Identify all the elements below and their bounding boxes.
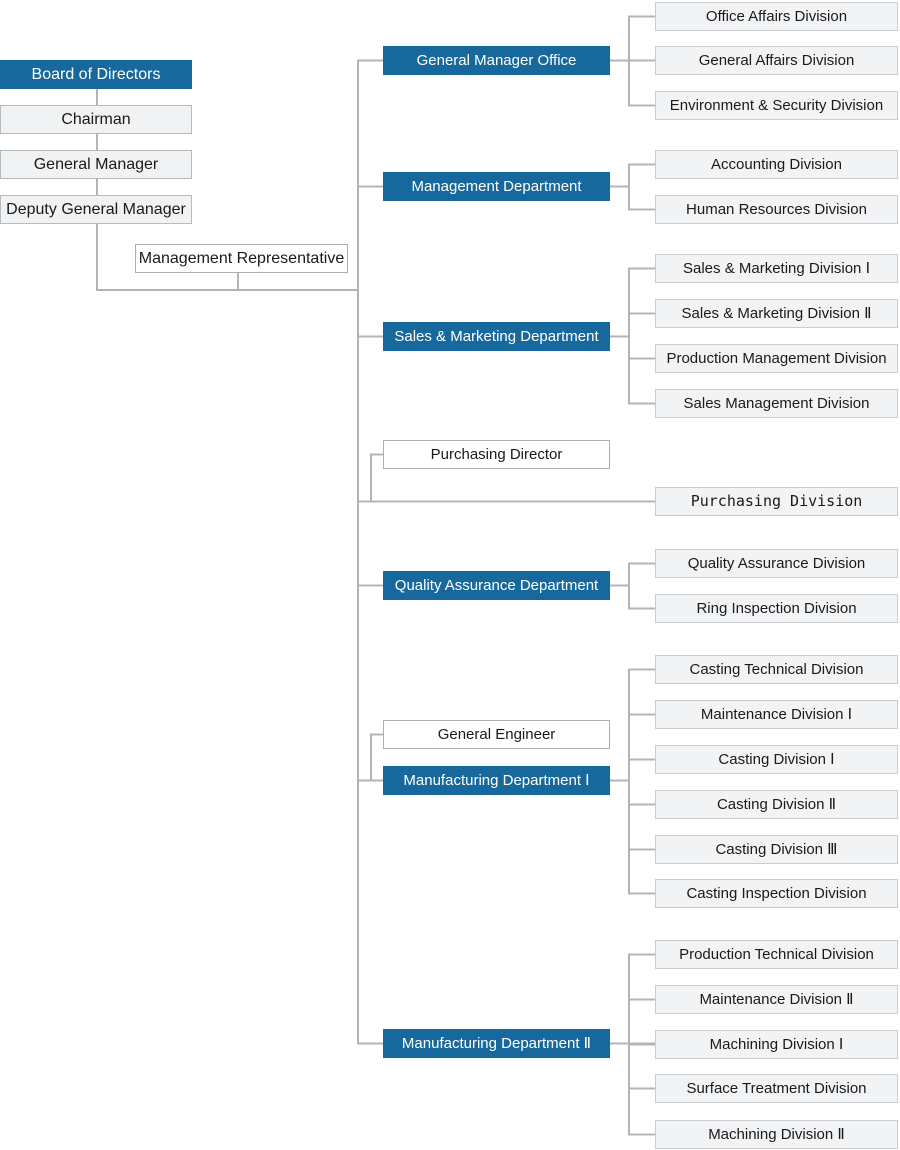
node-casting-division-1: Casting Division Ⅰ [655,745,898,774]
node-machining-division-2: Machining Division Ⅱ [655,1120,898,1149]
node-manufacturing-department-1: Manufacturing Department Ⅰ [383,766,610,795]
node-sales-marketing-division-2: Sales & Marketing Division Ⅱ [655,299,898,328]
node-ring-inspection-division: Ring Inspection Division [655,594,898,623]
node-quality-assurance-department: Quality Assurance Department [383,571,610,600]
node-casting-division-3: Casting Division Ⅲ [655,835,898,864]
node-production-management-division: Production Management Division [655,344,898,373]
node-casting-division-2: Casting Division Ⅱ [655,790,898,819]
node-maintenance-division-1: Maintenance Division Ⅰ [655,700,898,729]
node-sales-marketing-division-1: Sales & Marketing Division Ⅰ [655,254,898,283]
node-general-engineer: General Engineer [383,720,610,749]
node-casting-inspection-division: Casting Inspection Division [655,879,898,908]
node-maintenance-division-2: Maintenance Division Ⅱ [655,985,898,1014]
node-sales-marketing-department: Sales & Marketing Department [383,322,610,351]
node-purchasing-division: Purchasing Division [655,487,898,516]
node-environment-security-division: Environment & Security Division [655,91,898,120]
node-deputy-general-manager: Deputy General Manager [0,195,192,224]
connector-path [96,15,656,1136]
node-quality-assurance-division: Quality Assurance Division [655,549,898,578]
node-machining-division-1: Machining Division Ⅰ [655,1030,898,1059]
node-accounting-division: Accounting Division [655,150,898,179]
node-sales-management-division: Sales Management Division [655,389,898,418]
node-general-manager-office: General Manager Office [383,46,610,75]
node-management-department: Management Department [383,172,610,201]
node-casting-technical-division: Casting Technical Division [655,655,898,684]
node-manufacturing-department-2: Manufacturing Department Ⅱ [383,1029,610,1058]
node-general-manager: General Manager [0,150,192,179]
node-office-affairs-division: Office Affairs Division [655,2,898,31]
node-management-representative: Management Representative [135,244,348,273]
node-production-technical-division: Production Technical Division [655,940,898,969]
node-chairman: Chairman [0,105,192,134]
node-surface-treatment-division: Surface Treatment Division [655,1074,898,1103]
node-general-affairs-division: General Affairs Division [655,46,898,75]
node-board-of-directors: Board of Directors [0,60,192,89]
node-purchasing-director: Purchasing Director [383,440,610,469]
node-human-resources-division: Human Resources Division [655,195,898,224]
